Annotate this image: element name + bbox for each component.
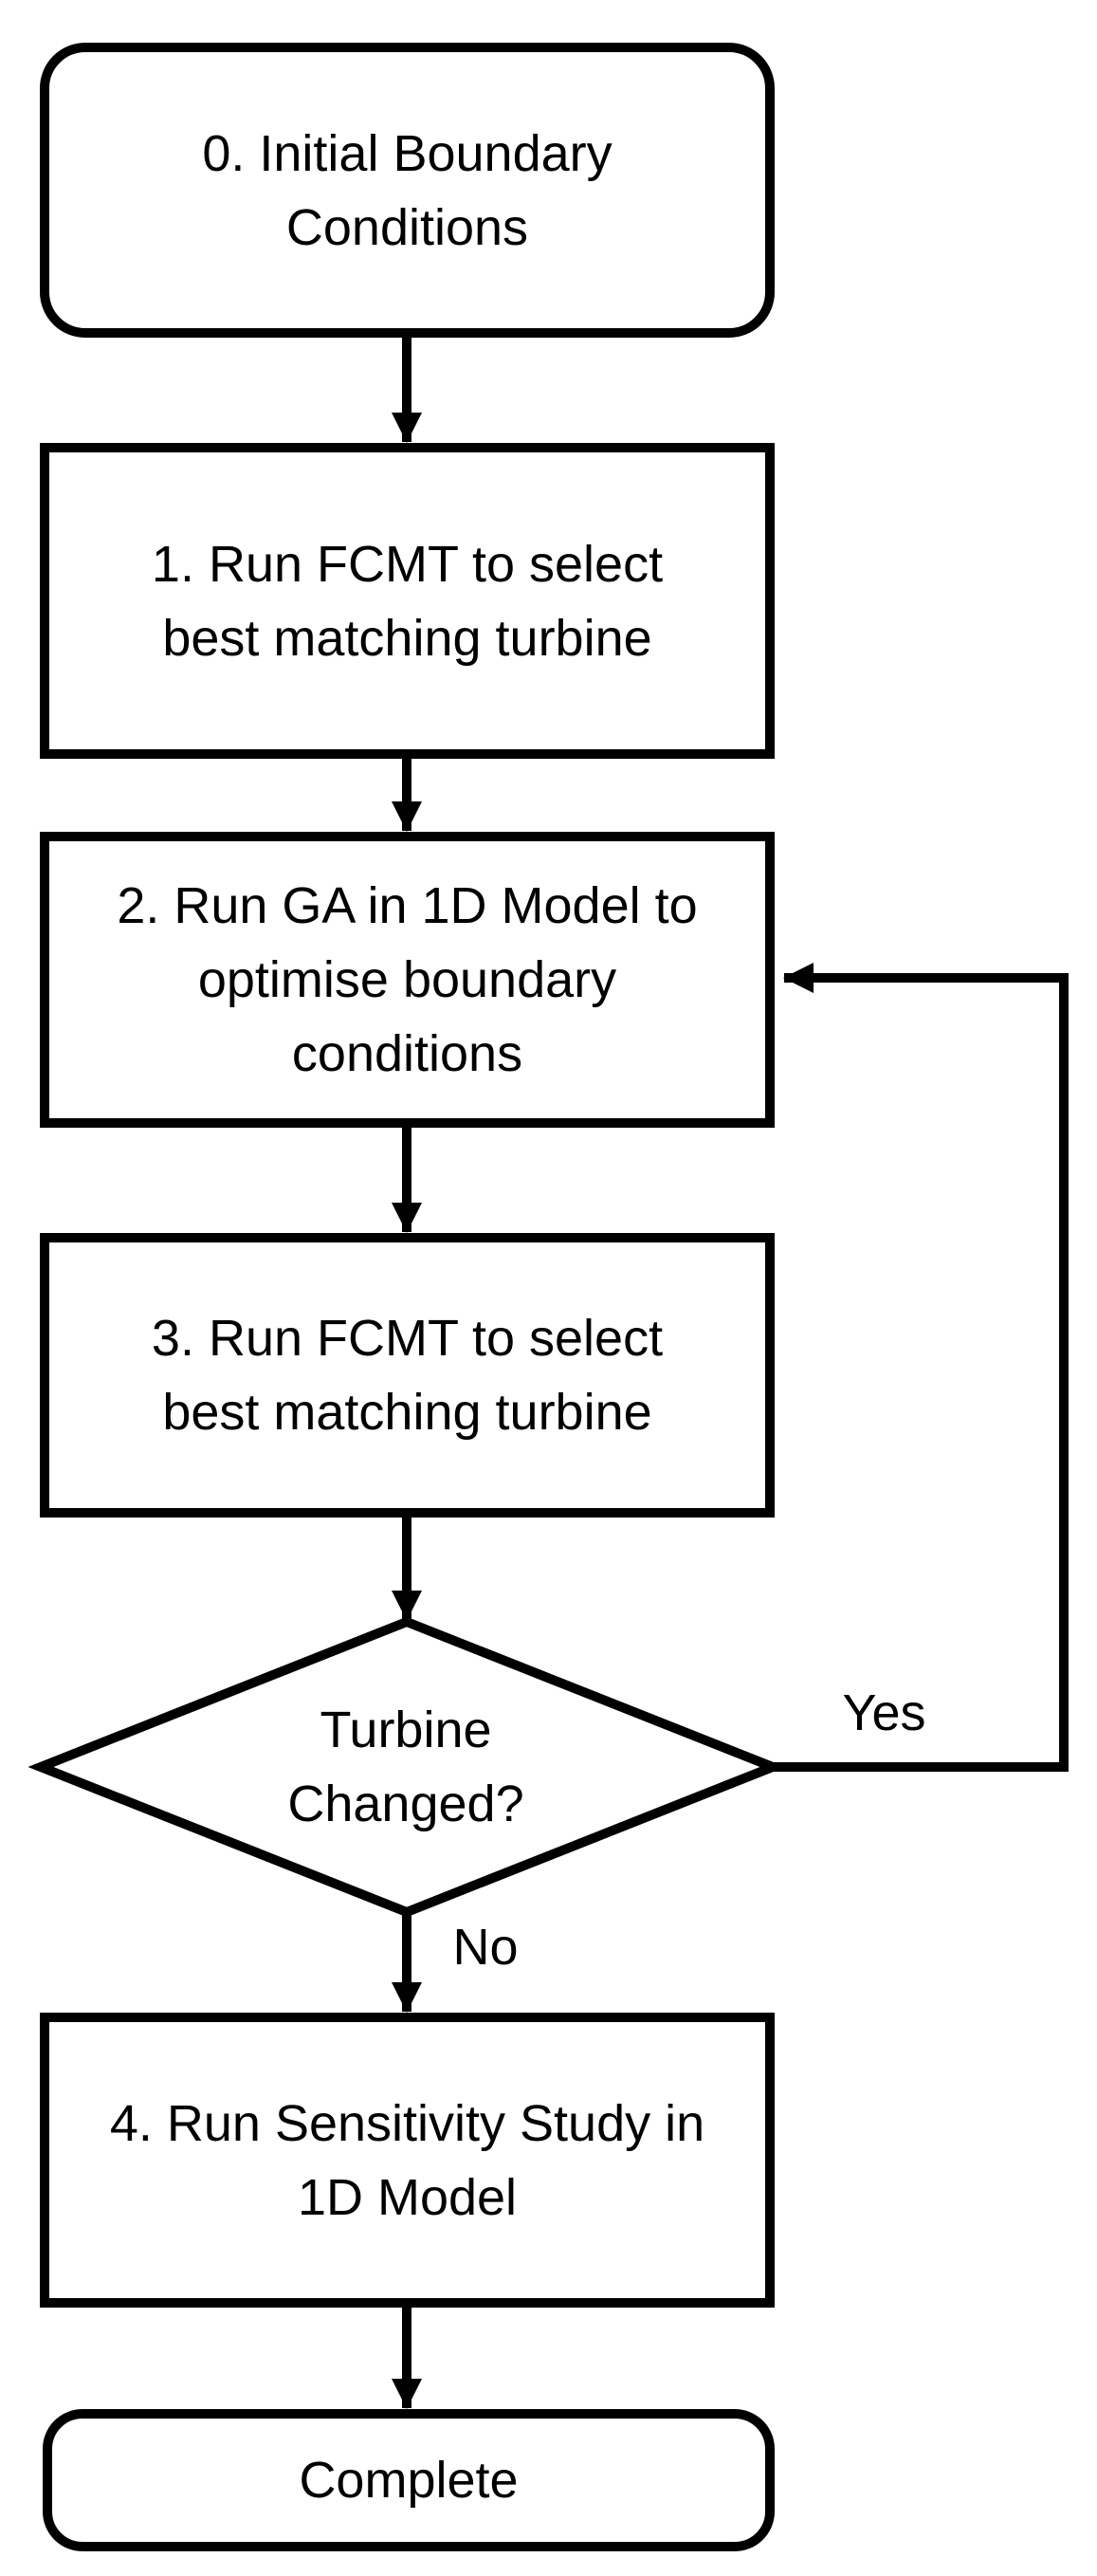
node-complete: Complete — [43, 2409, 775, 2551]
node-run-fcmt-select-turbine-2: 3. Run FCMT to select best matching turb… — [40, 1233, 775, 1518]
node-initial-boundary-conditions-label: 0. Initial Boundary Conditions — [202, 124, 612, 256]
node-run-sensitivity-study: 4. Run Sensitivity Study in 1D Model — [40, 2013, 775, 2308]
node-run-fcmt-select-turbine-2-label: 3. Run FCMT to select best matching turb… — [151, 1310, 664, 1441]
node-run-ga-1d-model-label: 2. Run GA in 1D Model to optimise bounda… — [117, 877, 698, 1082]
decision-diamond-shape — [27, 1616, 786, 1918]
node-run-ga-1d-model: 2. Run GA in 1D Model to optimise bounda… — [40, 832, 775, 1128]
node-turbine-changed-decision-label: Turbine Changed? — [287, 1702, 524, 1832]
node-complete-label: Complete — [299, 2452, 519, 2509]
node-turbine-changed-decision: Turbine Changed? — [169, 1679, 643, 1855]
edge-label-no: No — [452, 1919, 519, 1976]
node-run-fcmt-select-turbine-1: 1. Run FCMT to select best matching turb… — [40, 443, 775, 759]
node-initial-boundary-conditions: 0. Initial Boundary Conditions — [40, 43, 775, 338]
edge-label-yes: Yes — [842, 1684, 926, 1741]
arrow-decision-yes-loop — [773, 963, 1069, 1772]
node-run-sensitivity-study-label: 4. Run Sensitivity Study in 1D Model — [109, 2094, 705, 2226]
node-run-fcmt-select-turbine-1-label: 1. Run FCMT to select best matching turb… — [151, 535, 664, 667]
